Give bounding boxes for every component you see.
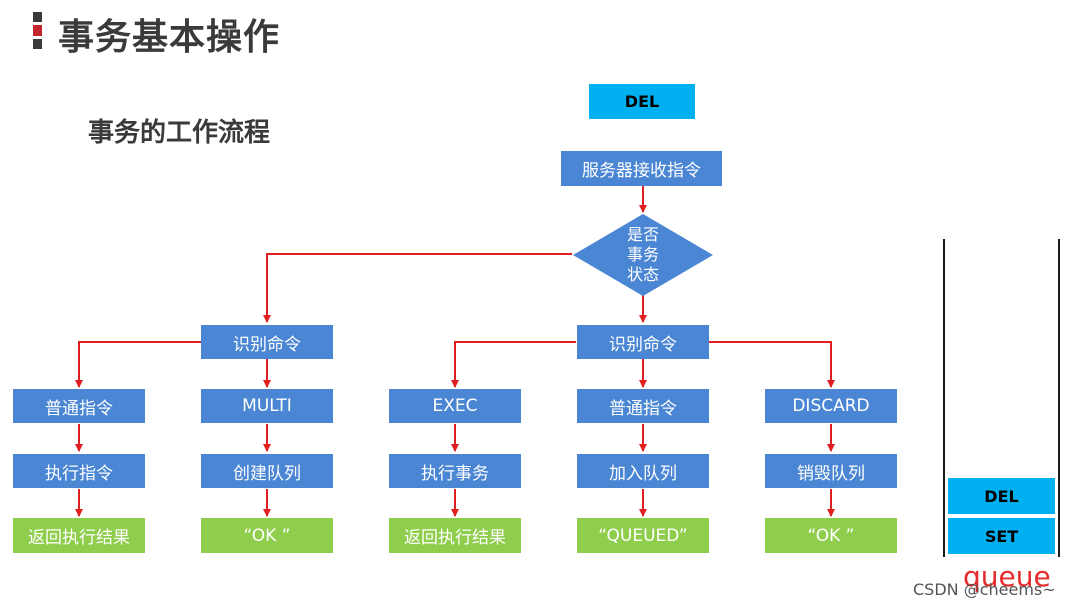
command-del-box: DEL xyxy=(589,84,695,119)
receive-command-box: 服务器接收指令 xyxy=(561,151,722,186)
col5-destroy-queue: 销毁队列 xyxy=(765,454,897,488)
title-bar-icon-top xyxy=(33,12,42,22)
page-title: 事务基本操作 xyxy=(58,17,281,58)
queue-label: queue xyxy=(963,560,1051,593)
arrow-decision-to-identify-left xyxy=(263,253,572,323)
col2-create-queue: 创建队列 xyxy=(201,454,333,488)
queue-item-set: SET xyxy=(948,518,1055,554)
source-credit: CSDN @cheems~ xyxy=(913,580,1056,599)
col5-ok-result: “OK ” xyxy=(765,518,897,553)
title-bar-icon-mid xyxy=(33,25,42,36)
decision-line-2: 事务 xyxy=(626,245,659,264)
arrow-identify-left-to-col1 xyxy=(75,341,201,388)
col1-return-result: 返回执行结果 xyxy=(13,518,145,553)
decision-line-1: 是否 xyxy=(626,225,659,244)
title-bar-icon-bottom xyxy=(33,39,42,49)
arrow-identify-right-to-col3 xyxy=(451,341,576,388)
identify-command-right: 识别命令 xyxy=(577,325,709,359)
col1-execute-command: 执行指令 xyxy=(13,454,145,488)
arrow-identify-right-to-col5 xyxy=(709,341,835,388)
queue-right-wall xyxy=(1058,239,1060,557)
col2-multi: MULTI xyxy=(201,389,333,423)
decision-diamond xyxy=(573,214,713,296)
col5-discard: DISCARD xyxy=(765,389,897,423)
decision-label: 是否 事务 状态 xyxy=(601,225,685,285)
col4-normal-command: 普通指令 xyxy=(577,389,709,423)
col2-ok-result: “OK ” xyxy=(201,518,333,553)
col3-execute-transaction: 执行事务 xyxy=(389,454,521,488)
section-subtitle: 事务的工作流程 xyxy=(88,118,271,148)
col3-return-result: 返回执行结果 xyxy=(389,518,521,553)
col3-exec: EXEC xyxy=(389,389,521,423)
queue-item-del: DEL xyxy=(948,478,1055,514)
decision-line-3: 状态 xyxy=(626,265,659,284)
col4-enqueue: 加入队列 xyxy=(577,454,709,488)
col1-normal-command: 普通指令 xyxy=(13,389,145,423)
identify-command-left: 识别命令 xyxy=(201,325,333,359)
queue-left-wall xyxy=(943,239,945,557)
col4-queued-result: “QUEUED” xyxy=(577,518,709,553)
